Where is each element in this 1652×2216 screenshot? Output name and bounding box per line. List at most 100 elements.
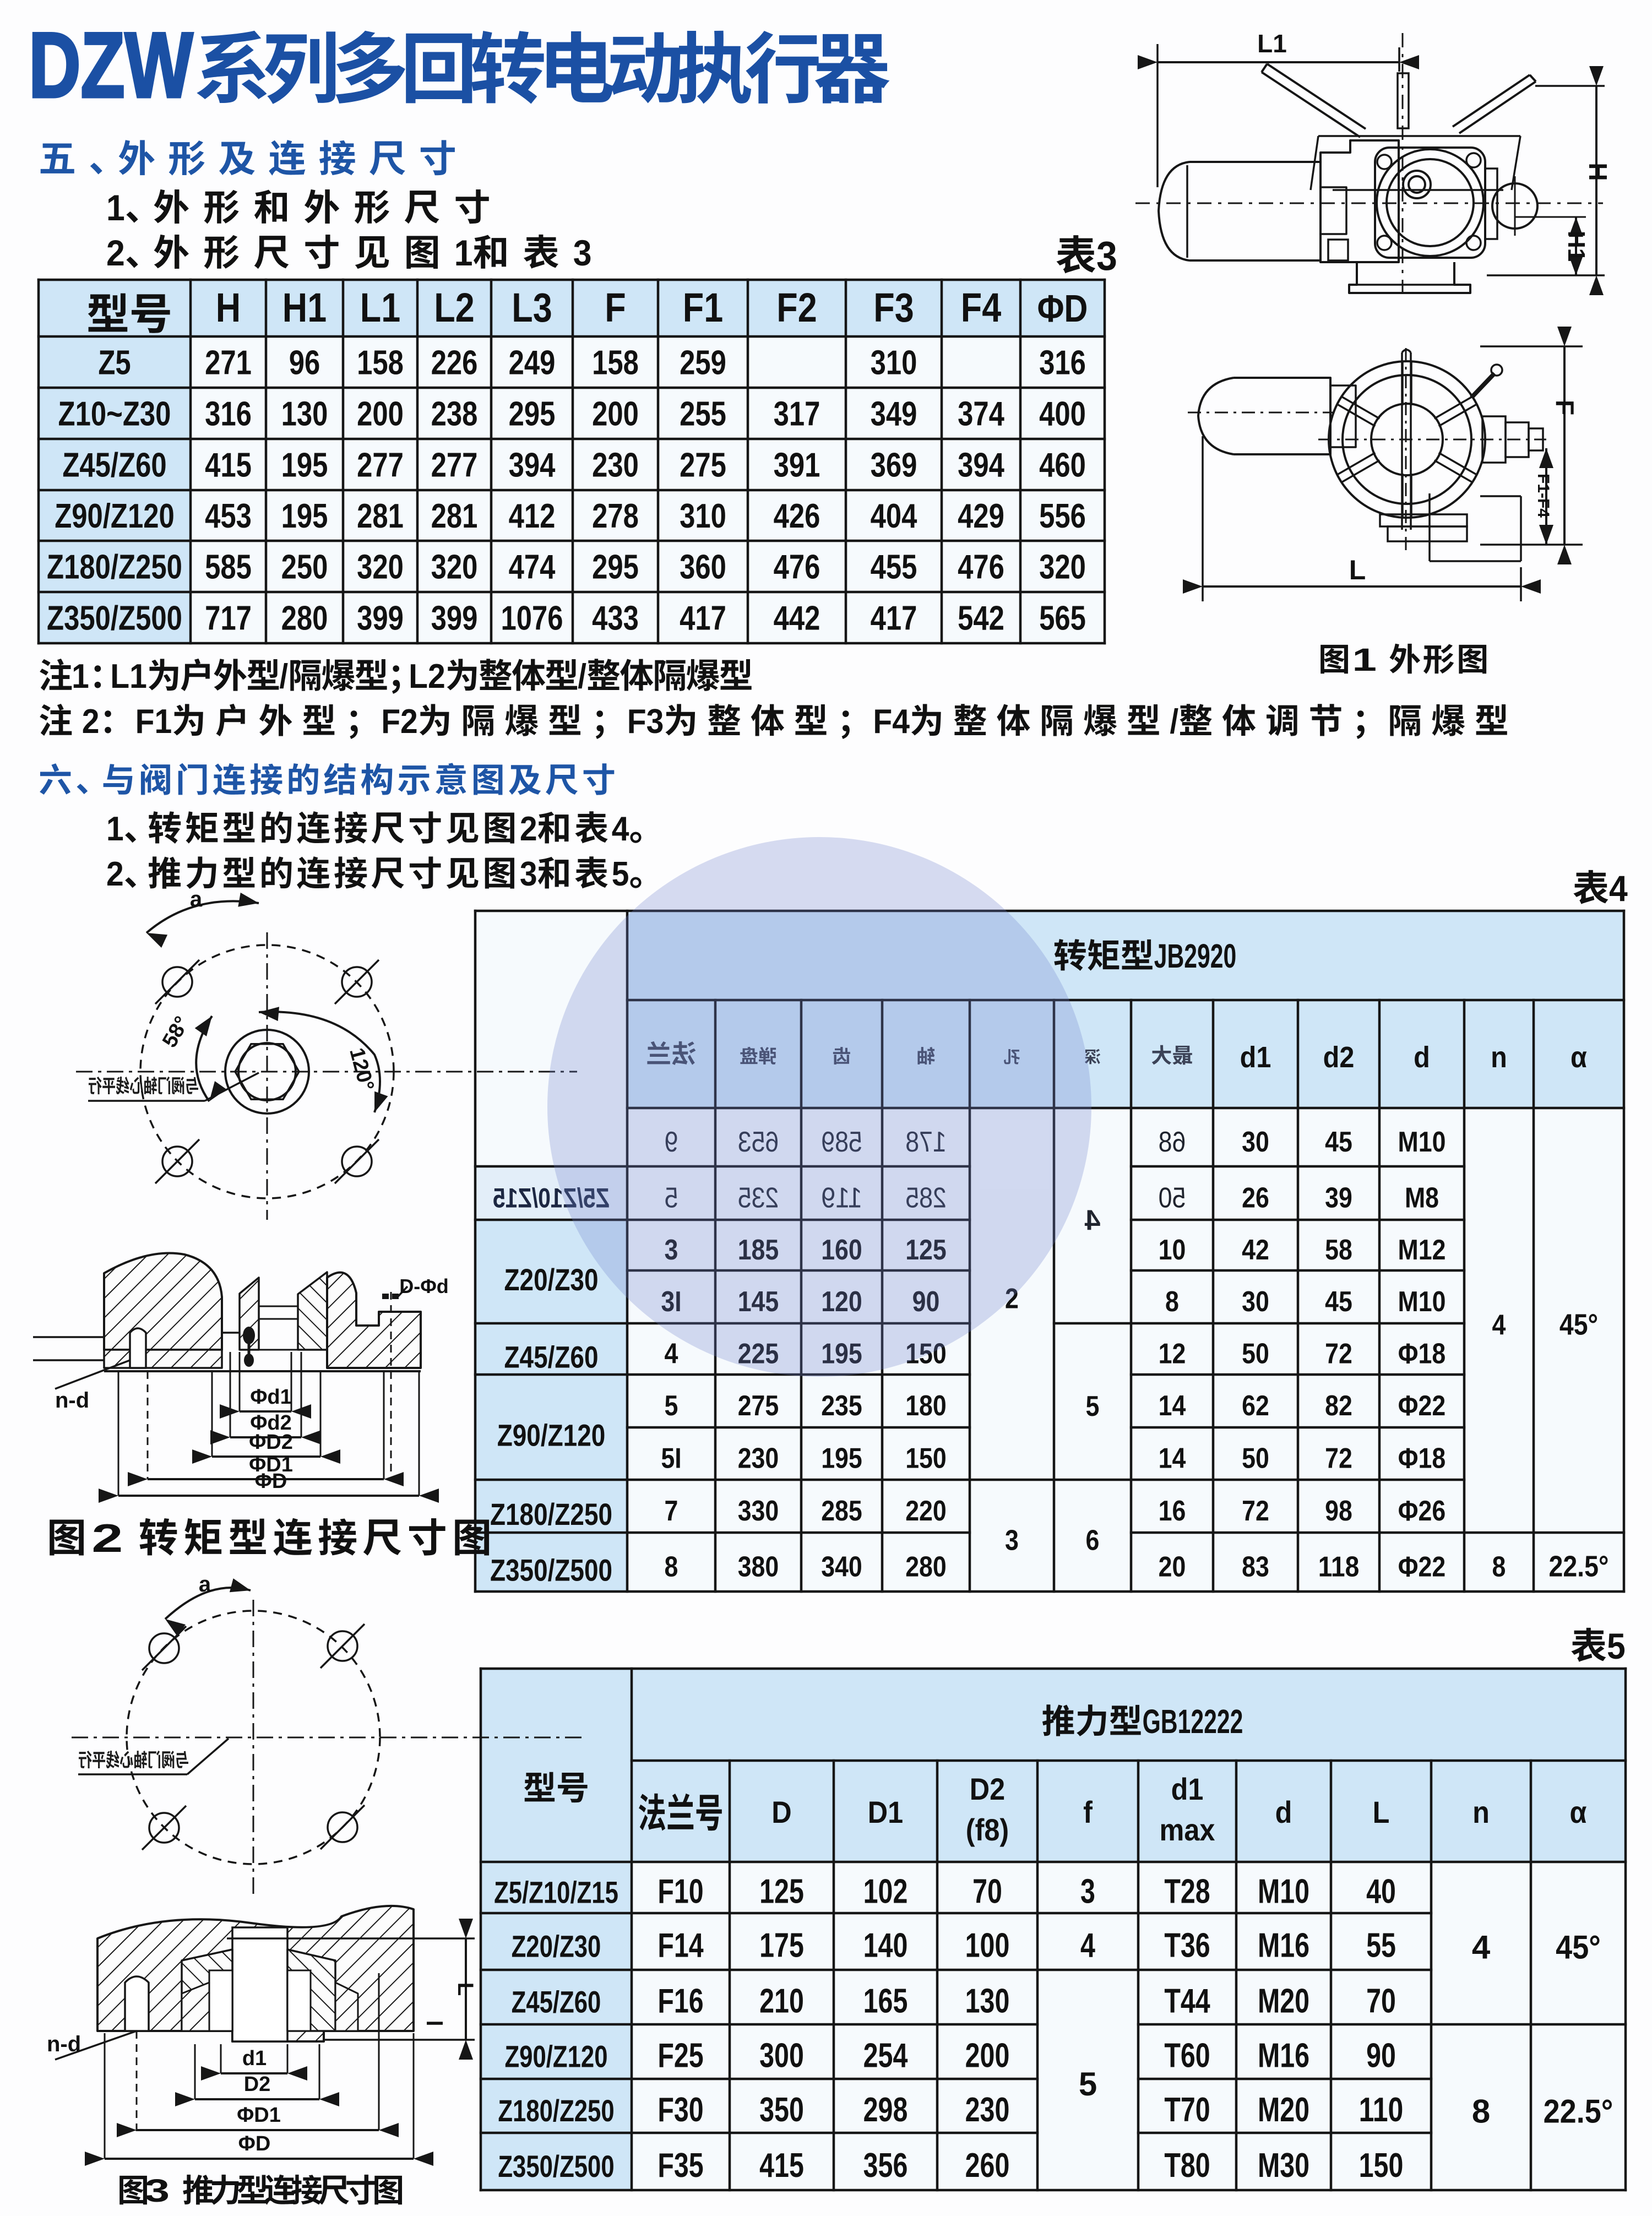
svg-text:271: 271 bbox=[205, 344, 252, 382]
svg-text:Z10~Z30: Z10~Z30 bbox=[58, 395, 171, 433]
svg-text:442: 442 bbox=[774, 600, 820, 638]
svg-text:α: α bbox=[1570, 1795, 1587, 1829]
svg-text:7: 7 bbox=[665, 1495, 678, 1527]
svg-text:8: 8 bbox=[1472, 2093, 1490, 2130]
svg-text:F2: F2 bbox=[381, 703, 418, 741]
svg-text:1: 1 bbox=[454, 232, 473, 273]
svg-text:542: 542 bbox=[958, 600, 1004, 638]
svg-text:3: 3 bbox=[573, 232, 592, 273]
svg-text:ΦD: ΦD bbox=[238, 2132, 271, 2155]
svg-text:82: 82 bbox=[1325, 1390, 1352, 1422]
svg-text:280: 280 bbox=[281, 600, 328, 638]
svg-text:380: 380 bbox=[738, 1551, 779, 1583]
svg-text:70: 70 bbox=[1366, 1983, 1396, 2021]
svg-text:M20: M20 bbox=[1258, 1983, 1309, 2021]
svg-text:M12: M12 bbox=[1398, 1234, 1446, 1266]
svg-text:415: 415 bbox=[205, 447, 252, 485]
svg-text:a: a bbox=[190, 887, 203, 911]
svg-text:/: / bbox=[1170, 703, 1178, 741]
svg-text:F30: F30 bbox=[657, 2091, 703, 2129]
svg-text:L3: L3 bbox=[512, 285, 552, 330]
svg-text:260: 260 bbox=[965, 2147, 1010, 2185]
svg-text:118: 118 bbox=[1318, 1551, 1360, 1583]
svg-text:4: 4 bbox=[665, 1338, 678, 1370]
svg-text:90: 90 bbox=[912, 1286, 940, 1318]
svg-text:150: 150 bbox=[1359, 2147, 1404, 2185]
svg-text:Φ22: Φ22 bbox=[1398, 1551, 1446, 1583]
svg-text:f: f bbox=[1083, 1795, 1093, 1829]
svg-text:2: 2 bbox=[82, 703, 100, 741]
svg-text:178: 178 bbox=[905, 1126, 947, 1158]
svg-text:455: 455 bbox=[871, 548, 917, 586]
svg-text:8: 8 bbox=[1165, 1286, 1179, 1318]
svg-text:429: 429 bbox=[958, 497, 1004, 535]
svg-text:50: 50 bbox=[1242, 1338, 1269, 1370]
svg-text:399: 399 bbox=[431, 600, 478, 638]
svg-text:310: 310 bbox=[680, 497, 726, 535]
svg-text:145: 145 bbox=[738, 1286, 779, 1318]
svg-text:165: 165 bbox=[863, 1983, 908, 2021]
svg-text:90: 90 bbox=[1366, 2037, 1396, 2075]
svg-text:200: 200 bbox=[965, 2037, 1010, 2075]
svg-text:d1: d1 bbox=[1240, 1041, 1271, 1074]
svg-text:Z350/Z500: Z350/Z500 bbox=[498, 2149, 614, 2184]
svg-text:D: D bbox=[771, 1795, 791, 1829]
svg-text:340: 340 bbox=[821, 1551, 862, 1583]
svg-text:Φ18: Φ18 bbox=[1398, 1443, 1446, 1475]
svg-text:α: α bbox=[1571, 1041, 1587, 1074]
svg-text:349: 349 bbox=[871, 395, 917, 433]
svg-text:310: 310 bbox=[871, 344, 917, 382]
svg-text:n-d: n-d bbox=[47, 2032, 81, 2056]
svg-text:130: 130 bbox=[281, 395, 328, 433]
svg-text:254: 254 bbox=[863, 2037, 908, 2075]
svg-text:235: 235 bbox=[738, 1182, 779, 1214]
svg-text:653: 653 bbox=[738, 1126, 779, 1158]
svg-text:415: 415 bbox=[759, 2147, 804, 2185]
svg-text:259: 259 bbox=[680, 344, 726, 382]
svg-text:2: 2 bbox=[91, 1517, 123, 1561]
svg-text:281: 281 bbox=[431, 497, 478, 535]
svg-text:230: 230 bbox=[738, 1443, 779, 1475]
svg-text:417: 417 bbox=[680, 600, 726, 638]
svg-text:200: 200 bbox=[592, 395, 639, 433]
svg-text:1: 1 bbox=[1352, 642, 1377, 678]
svg-text:330: 330 bbox=[738, 1495, 779, 1527]
svg-text:14: 14 bbox=[1159, 1390, 1186, 1422]
svg-text:Z350/Z500: Z350/Z500 bbox=[490, 1553, 612, 1588]
svg-text:n: n bbox=[1491, 1041, 1507, 1074]
svg-text:1076: 1076 bbox=[501, 600, 563, 638]
svg-text:(f8): (f8) bbox=[966, 1812, 1009, 1847]
svg-text:158: 158 bbox=[357, 344, 404, 382]
svg-text:D1: D1 bbox=[868, 1795, 903, 1829]
svg-text:3I: 3I bbox=[661, 1286, 681, 1318]
svg-text:50: 50 bbox=[1242, 1443, 1269, 1475]
svg-text:5: 5 bbox=[1607, 1626, 1626, 1666]
svg-text:Z180/Z250: Z180/Z250 bbox=[47, 548, 182, 586]
svg-text:6: 6 bbox=[1086, 1525, 1100, 1557]
svg-text:374: 374 bbox=[958, 395, 1004, 433]
svg-text:195: 195 bbox=[821, 1338, 862, 1370]
svg-text:Z180/Z250: Z180/Z250 bbox=[490, 1497, 612, 1531]
svg-text:158: 158 bbox=[592, 344, 639, 382]
svg-text:98: 98 bbox=[1325, 1495, 1352, 1527]
svg-text:L2: L2 bbox=[434, 285, 474, 330]
svg-text:10: 10 bbox=[1159, 1234, 1186, 1266]
svg-text:8: 8 bbox=[1492, 1551, 1506, 1583]
svg-text:ΦD: ΦD bbox=[255, 1470, 287, 1493]
svg-text:Z20/Z30: Z20/Z30 bbox=[504, 1262, 599, 1297]
svg-text:350: 350 bbox=[759, 2091, 804, 2129]
svg-text:JB2920: JB2920 bbox=[1154, 937, 1237, 975]
svg-text:d1: d1 bbox=[242, 2047, 267, 2070]
svg-text:/: / bbox=[578, 658, 586, 696]
svg-text:175: 175 bbox=[759, 1927, 804, 1965]
svg-text:ΦD1: ΦD1 bbox=[249, 1453, 293, 1476]
svg-text:22.5°: 22.5° bbox=[1549, 1550, 1609, 1583]
svg-text:399: 399 bbox=[357, 600, 404, 638]
svg-text:400: 400 bbox=[1039, 395, 1086, 433]
svg-text:278: 278 bbox=[592, 497, 639, 535]
svg-text:195: 195 bbox=[281, 447, 328, 485]
svg-text:M8: M8 bbox=[1405, 1182, 1439, 1214]
svg-text:M10: M10 bbox=[1398, 1286, 1446, 1318]
svg-text:12: 12 bbox=[1159, 1338, 1186, 1370]
svg-text:45°: 45° bbox=[1556, 1929, 1601, 1966]
